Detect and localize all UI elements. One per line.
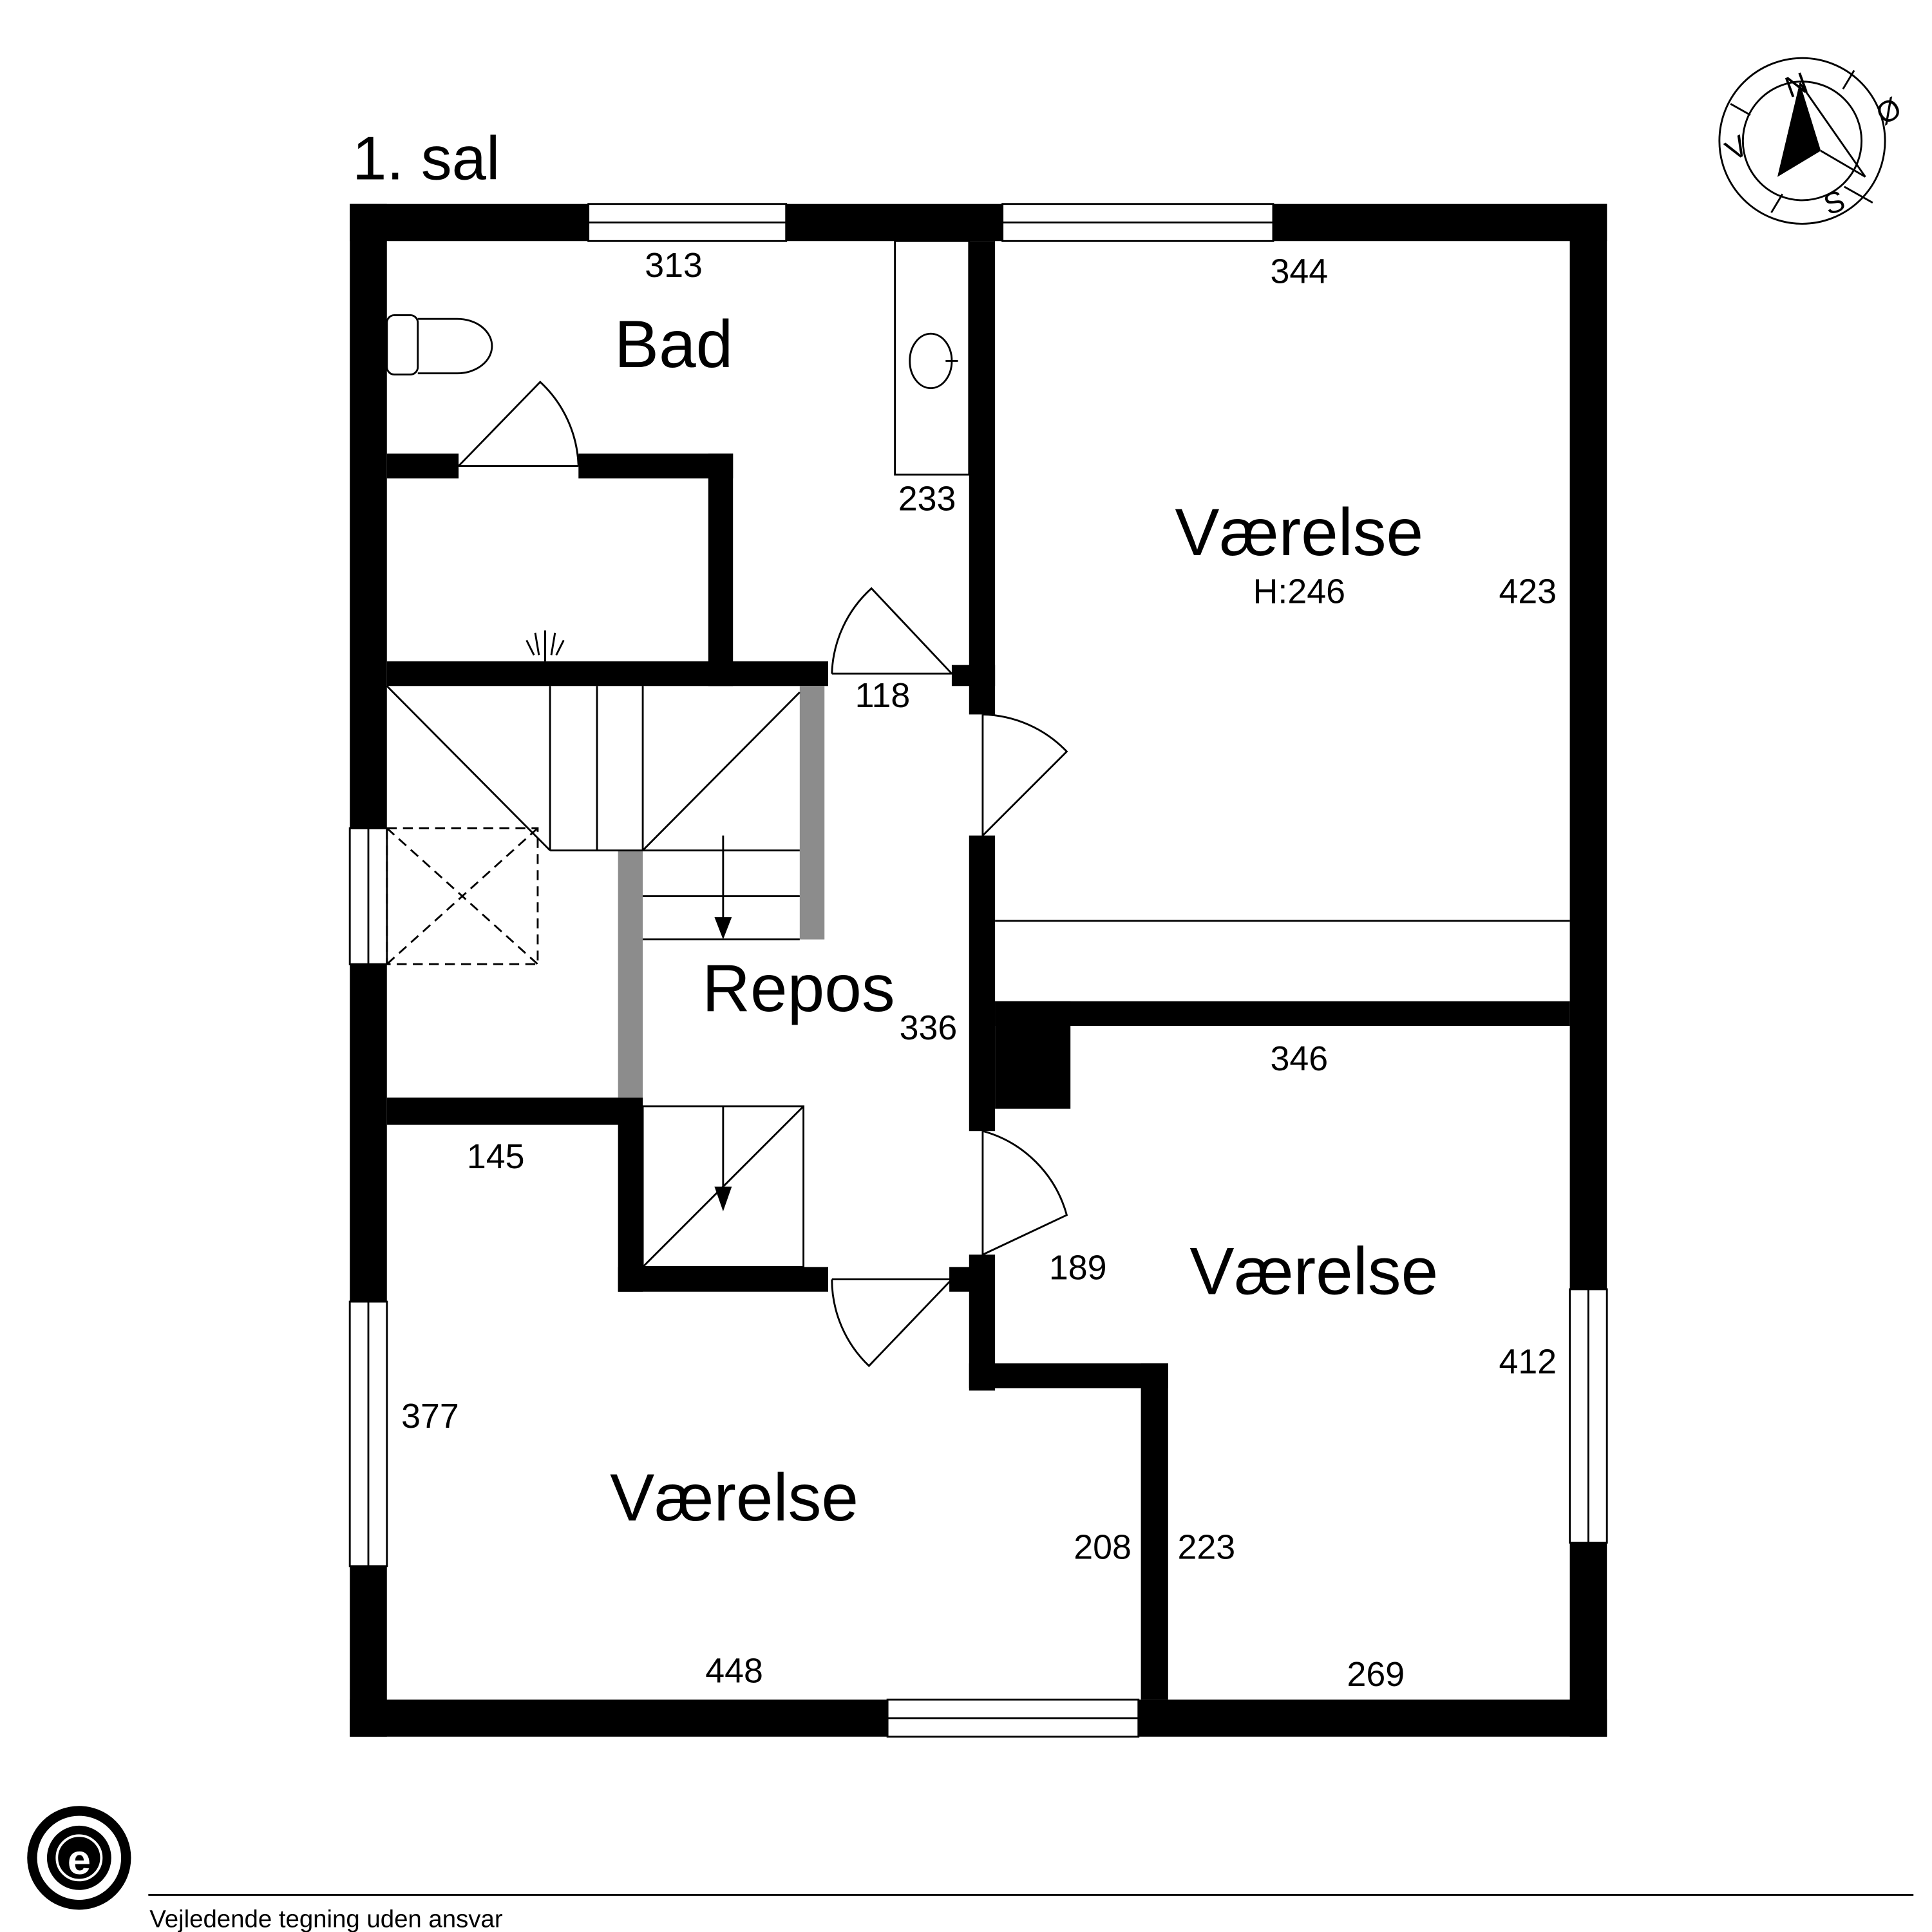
compass-e: Ø <box>1870 91 1907 131</box>
room-label-vaerelse-sw: Værelse <box>610 1460 858 1535</box>
dim-label: 189 <box>1049 1249 1107 1287</box>
room-ne-door <box>981 713 1068 838</box>
dim-label: 346 <box>1270 1039 1328 1078</box>
dim-label: 377 <box>401 1397 459 1435</box>
walls <box>350 204 1607 1737</box>
compass-n: N <box>1781 66 1812 104</box>
fixtures <box>386 240 1570 922</box>
room-label-bad: Bad <box>614 307 733 381</box>
dim-label: 412 <box>1499 1342 1557 1381</box>
dim-label: 344 <box>1270 252 1328 291</box>
dim-label: 145 <box>467 1137 525 1176</box>
room-sw-door <box>831 1278 954 1367</box>
dim-label: 118 <box>855 676 911 715</box>
floor-title: 1. sal <box>352 124 500 193</box>
hatch <box>386 827 539 965</box>
sink-icon <box>909 332 953 390</box>
room-label-repos: Repos <box>702 951 895 1025</box>
ventilation-icon <box>526 630 565 661</box>
height-label: H:246 <box>1253 573 1345 611</box>
toilet-icon <box>386 314 493 376</box>
room-label-vaerelse-e: Værelse <box>1189 1234 1438 1309</box>
compass-icon: N Ø S V <box>1718 57 1907 225</box>
company-logo: e <box>27 1806 131 1910</box>
compass-w: V <box>1719 128 1754 167</box>
labels: Bad 313 233 Repos 118 336 145 Værelse H:… <box>401 246 1557 1694</box>
room-label-vaerelse-ne: Værelse <box>1175 495 1423 569</box>
stair-arrow-icon <box>714 917 732 940</box>
closet-door <box>458 381 580 468</box>
disclaimer: Vejledende tegning uden ansvar <box>149 1905 503 1932</box>
dim-label: 208 <box>1074 1528 1132 1566</box>
room-e-door <box>981 1130 1068 1256</box>
stair-arrow-icon <box>714 1186 732 1211</box>
dim-label: 269 <box>1347 1655 1405 1694</box>
dim-label: 313 <box>645 246 703 285</box>
windows <box>348 203 1608 1738</box>
dim-label: 448 <box>705 1651 763 1690</box>
dim-label: 423 <box>1499 573 1557 611</box>
compass-s: S <box>1819 183 1850 221</box>
dim-label: 233 <box>898 480 956 518</box>
dim-label: 223 <box>1177 1528 1235 1566</box>
bath-counter <box>894 240 971 476</box>
doors <box>458 381 1068 1367</box>
bath-door <box>831 587 952 675</box>
stair-rails <box>618 686 825 1098</box>
stairs <box>386 685 805 1268</box>
logo-letter: e <box>68 1836 91 1883</box>
dim-label: 336 <box>900 1009 958 1047</box>
